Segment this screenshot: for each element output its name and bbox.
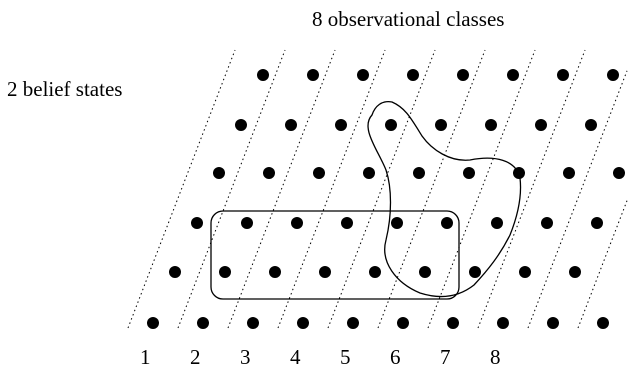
class-number-7: 7 — [440, 345, 451, 369]
state-dot — [447, 317, 459, 329]
state-dot — [357, 69, 369, 81]
class-number-6: 6 — [390, 345, 401, 369]
state-dot — [535, 119, 547, 131]
class-number-5: 5 — [340, 345, 351, 369]
state-dot — [441, 217, 453, 229]
state-dot — [385, 119, 397, 131]
state-dot — [407, 69, 419, 81]
class-number-1: 1 — [140, 345, 151, 369]
class-boundary-line — [527, 70, 628, 329]
state-dot — [335, 119, 347, 131]
state-dot — [297, 317, 309, 329]
state-dot — [307, 69, 319, 81]
class-number-2: 2 — [190, 345, 201, 369]
state-dot — [613, 167, 625, 179]
state-dot — [191, 217, 203, 229]
state-dot — [213, 167, 225, 179]
state-dot — [563, 167, 575, 179]
state-dot — [547, 317, 559, 329]
class-boundary-line — [127, 49, 236, 329]
class-number-4: 4 — [290, 345, 301, 369]
state-dot — [319, 266, 331, 278]
class-boundary-line — [277, 49, 386, 329]
state-dot — [591, 217, 603, 229]
state-dot — [491, 217, 503, 229]
state-dot — [469, 266, 481, 278]
state-dot — [263, 167, 275, 179]
state-dot — [597, 317, 609, 329]
state-dot — [363, 167, 375, 179]
state-dot-lattice — [147, 69, 625, 329]
state-dot — [557, 69, 569, 81]
state-dot — [457, 69, 469, 81]
state-dot — [413, 167, 425, 179]
class-number-3: 3 — [240, 345, 251, 369]
state-dot — [519, 266, 531, 278]
class-boundary-line — [477, 49, 586, 329]
state-dot — [463, 167, 475, 179]
state-dot — [235, 119, 247, 131]
state-dot — [347, 317, 359, 329]
state-dot — [607, 69, 619, 81]
state-dot — [197, 317, 209, 329]
class-boundary-line — [327, 49, 436, 329]
state-dot — [369, 266, 381, 278]
state-dot — [313, 167, 325, 179]
class-boundary-line — [577, 200, 628, 329]
class-boundary-line — [427, 49, 536, 329]
state-dot — [257, 69, 269, 81]
state-dot — [397, 317, 409, 329]
state-dot — [585, 119, 597, 131]
state-dot — [507, 69, 519, 81]
state-dot — [219, 266, 231, 278]
state-dot — [291, 217, 303, 229]
observational-classes-label: 8 observational classes — [312, 7, 504, 31]
state-dot — [285, 119, 297, 131]
state-dot — [169, 266, 181, 278]
state-dot — [391, 217, 403, 229]
state-dot — [419, 266, 431, 278]
state-dot — [269, 266, 281, 278]
state-dot — [147, 317, 159, 329]
class-boundary-line — [227, 49, 336, 329]
class-boundary-line — [377, 49, 486, 329]
belief-states-label: 2 belief states — [7, 77, 122, 101]
state-dot — [569, 266, 581, 278]
class-boundary-line — [177, 49, 286, 329]
state-dot — [435, 119, 447, 131]
class-number-8: 8 — [490, 345, 501, 369]
state-dot — [497, 317, 509, 329]
state-dot — [247, 317, 259, 329]
class-number-labels: 1 2 3 4 5 6 7 8 — [140, 345, 501, 369]
state-dot — [485, 119, 497, 131]
state-dot — [341, 217, 353, 229]
class-boundary-lines — [127, 49, 628, 329]
belief-state-blob — [367, 100, 522, 298]
state-dot — [541, 217, 553, 229]
belief-state-rectangle — [210, 210, 460, 300]
state-dot — [241, 217, 253, 229]
